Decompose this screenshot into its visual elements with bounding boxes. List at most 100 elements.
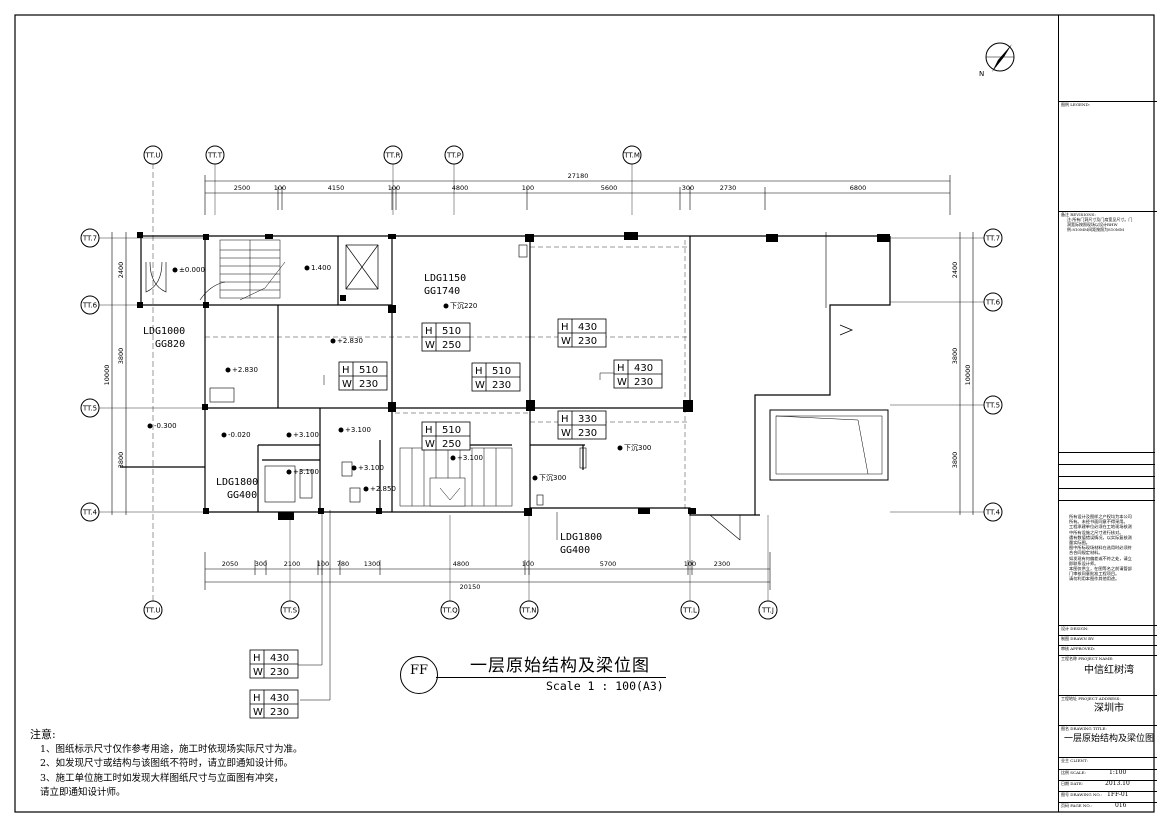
beam-labels: LDG1150 GG1740 LDG1000 GG820 LDG1800 GG4… [143,273,602,556]
north-label: N [979,70,984,78]
svg-text:TT.4: TT.4 [82,509,98,517]
level-marker: 下沉300 [617,444,651,452]
beam-box-text: 230 [578,336,597,347]
dimension-label: 2300 [714,560,731,568]
level-value: ±0.000 [179,266,205,274]
level-marker: 下沉300 [532,474,566,482]
level-value: +2.850 [370,485,396,493]
axis-bubble: TT.4 [890,502,1003,522]
beam-box-text: W [475,380,485,391]
beam-box-text: W [253,707,263,718]
svg-text:TT.L: TT.L [682,607,697,615]
beam-box-text: H [342,365,350,376]
beam-box-text: 230 [359,379,378,390]
divider [1059,452,1155,465]
beam-box-text: H [561,322,569,333]
svg-text:TT.6: TT.6 [82,302,98,310]
dimension-label: 100 [317,560,329,568]
level-marker: -0.300 [147,422,177,430]
beam-box-text: W [425,340,435,351]
dimension-label: 6800 [850,184,867,192]
beam-label: GG400 [227,490,257,501]
beam-lines [205,240,690,512]
beam-box-text: 510 [442,326,461,337]
beam-label: GG400 [560,545,590,556]
level-marker: 下沉220 [443,302,477,310]
dimension-label: 300 [682,184,694,192]
detail-callout-bubble: FF [400,656,438,694]
dimension-label: 100 [388,184,400,192]
axis-bubble: TT.5 [890,395,1003,415]
project-name: 中信红树湾 [1084,665,1134,676]
top-axis-bubbles: TT.U TT.T TT.R TT.P TT.M [143,145,642,615]
axis-bubble: TT.Q [440,515,460,620]
structural-columns [137,232,890,520]
beam-box-text: W [561,336,571,347]
beam-box-text: 250 [442,340,461,351]
client-cell: 业主 CLIENT: [1059,757,1157,770]
dimension-label: 100 [684,560,696,568]
beam-box-text: 250 [442,439,461,450]
drawn-cell: 制图 DRAWN BY: [1059,635,1157,646]
svg-text:TT.R: TT.R [385,152,401,160]
beam-box-text: W [617,377,627,388]
beam-label: GG820 [155,339,185,350]
dimension-label: 27180 [568,172,589,180]
axis-bubble: TT.7 [80,228,205,248]
bottom-dimensions: 2050 300 2100 100 780 1300 4800 100 5700… [204,552,771,591]
beam-label: LDG1800 [216,477,258,488]
axis-bubble: TT.5 [80,398,205,418]
dimension-label: 4800 [453,560,470,568]
axis-bubble: TT.7 [890,228,1003,248]
sheet-border [14,14,1155,813]
beam-box-text: 510 [442,425,461,436]
svg-text:TT.T: TT.T [207,152,223,160]
dimension-label: 100 [274,184,286,192]
beam-box-text: W [342,379,352,390]
svg-text:TT.P: TT.P [446,152,461,160]
svg-text:TT.Q: TT.Q [441,607,458,615]
remark-text: 所有设计及图样之产权均为本公司 所有。未经书面同意不得采用。 工程承建单位必须在… [1069,514,1132,582]
level-marker: +2.850 [363,485,396,493]
svg-text:TT.7: TT.7 [82,235,97,243]
approved-cell: 审核 APPROVED: [1059,645,1157,656]
drawing-scale: Scale 1 : 100(A3) [546,679,664,693]
level-value: +3.100 [358,464,384,472]
beam-box-text: 430 [578,322,597,333]
beam-box-text: 510 [492,366,511,377]
left-axis-bubbles: TT.7 TT.6 TT.5 TT.4 [80,228,205,522]
dimension-label: 2100 [284,560,301,568]
drawing-no-cell: 图号 DRAWING NO.:1FF-01 [1059,791,1157,803]
level-marker: 1.400 [304,264,331,272]
beam-box-text: 510 [359,365,378,376]
beam-box-text: 230 [270,707,289,718]
beam-box-text: H [561,414,569,425]
beam-box-text: W [425,439,435,450]
entry-door [145,261,226,301]
dimension-label: 10000 [103,365,111,386]
top-dimensions: 27180 2500 100 4150 100 4800 100 5600 30… [204,172,951,215]
level-value: -0.020 [228,431,251,439]
beam-box-text: H [253,653,261,664]
dimension-label: 2050 [222,560,239,568]
axis-bubble: TT.M [622,145,642,215]
axis-bubble: TT.P [444,145,464,215]
svg-text:TT.7: TT.7 [985,235,1000,243]
svg-text:TT.N: TT.N [520,607,536,615]
beam-box-text: 430 [270,693,289,704]
beam-box-text: W [253,667,263,678]
page-no-cell: 页码 PAGE NO.:016 [1059,802,1157,813]
level-marker: +3.100 [286,468,319,476]
remark-cell [1059,500,1155,626]
axis-bubble: TT.R [383,145,403,215]
drawing-title-cell: 图名 DRAWING TITLE: 一层原始结构及梁位图 [1059,725,1157,758]
